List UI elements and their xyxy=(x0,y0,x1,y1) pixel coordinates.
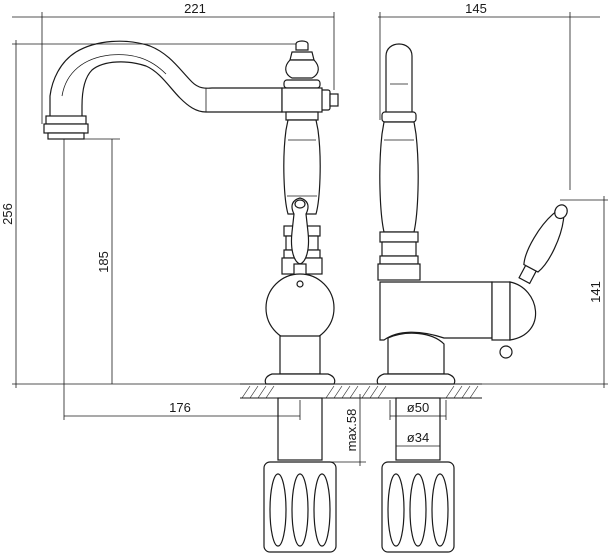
dim-221-label: 221 xyxy=(184,1,206,16)
dim-185-label: 185 xyxy=(96,251,111,273)
front-spout xyxy=(43,40,339,140)
side-column xyxy=(376,111,568,385)
dim-145-label: 145 xyxy=(465,1,487,16)
dim-176: 176 xyxy=(63,139,301,420)
front-column xyxy=(264,40,336,385)
side-deck xyxy=(360,383,482,399)
dim-max58-label: max.58 xyxy=(344,409,359,452)
dim-o50-label: ø50 xyxy=(407,400,429,415)
front-shank xyxy=(263,397,337,553)
dim-max58: max.58 xyxy=(322,394,366,466)
dim-256-label: 256 xyxy=(0,203,15,225)
dim-145: 145 xyxy=(378,1,600,190)
dim-o50: ø50 xyxy=(389,400,447,420)
dim-176-label: 176 xyxy=(169,400,191,415)
dim-141: 141 xyxy=(482,196,608,388)
dim-141-label: 141 xyxy=(588,281,603,303)
dim-o34-label: ø34 xyxy=(407,430,429,445)
front-view: 221 256 185 176 max.58 xyxy=(0,1,366,553)
side-view: 145 141 ø50 ø34 xyxy=(360,1,608,553)
dim-o34: ø34 xyxy=(396,430,440,447)
side-lever xyxy=(518,204,568,285)
dim-221: 221 xyxy=(12,1,335,124)
side-shank xyxy=(381,397,455,553)
dim-185: 185 xyxy=(64,138,120,384)
front-deck xyxy=(240,383,360,399)
side-spout xyxy=(385,43,413,121)
dim-256: 256 xyxy=(0,40,296,388)
